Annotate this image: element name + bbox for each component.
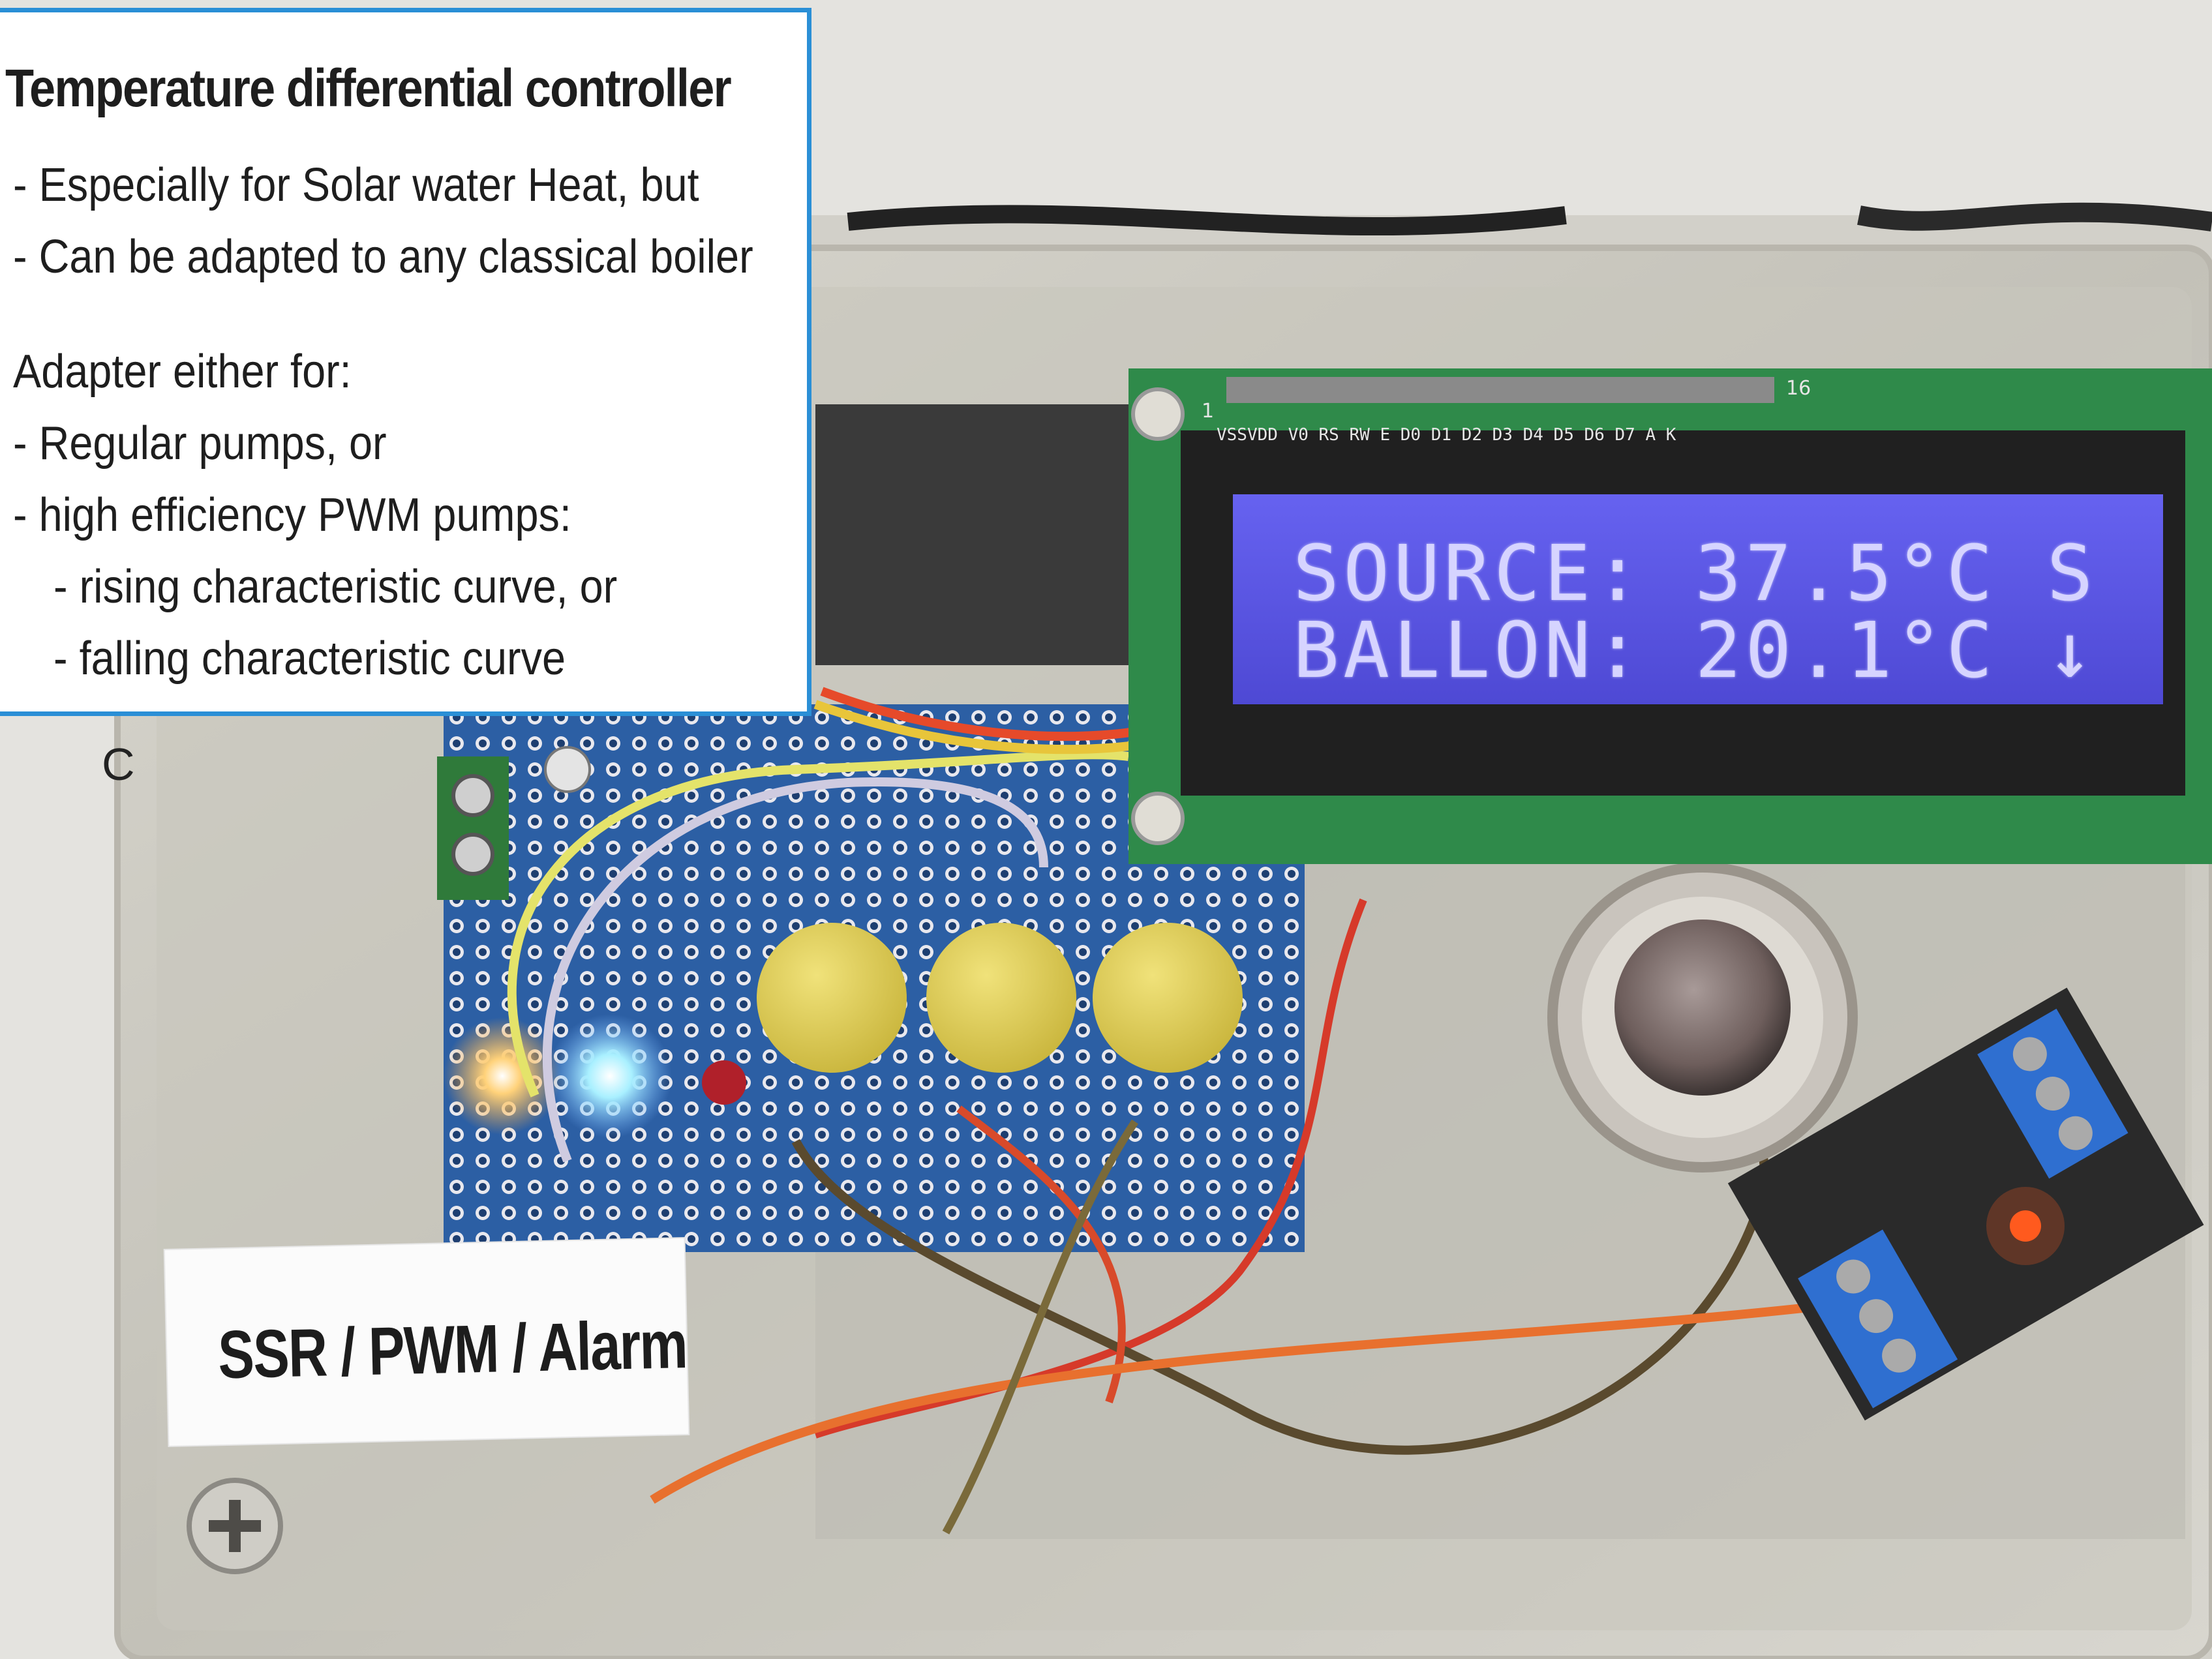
- case-label-text: SSR / PWM / Alarm: [217, 1306, 688, 1394]
- info-line: Adapter either for:: [13, 346, 352, 398]
- lcd-display: SOURCE: 37.5°C S BALLON: 20.1°C ↓: [1233, 494, 2163, 704]
- lcd-pin-labels: VSSVDD V0 RS RW E D0 D1 D2 D3 D4 D5 D6 D…: [1217, 425, 1676, 445]
- info-line: - Regular pumps, or: [13, 417, 387, 470]
- lcd-row-ballon: BALLON: 20.1°C ↓: [1293, 605, 2097, 695]
- lcd-row-source: SOURCE: 37.5°C S: [1293, 528, 2097, 618]
- lcd-pin-last: 16: [1786, 377, 1811, 400]
- info-line: - Especially for Solar water Heat, but: [13, 159, 699, 211]
- info-line: - high efficiency PWM pumps:: [13, 489, 571, 541]
- side-label: C: [102, 739, 135, 790]
- info-box: Temperature differential controller - Es…: [0, 8, 811, 716]
- info-line: - rising characteristic curve, or: [53, 561, 618, 613]
- case-label: SSR / PWM / Alarm: [164, 1238, 689, 1446]
- lcd-pin-first: 1: [1202, 400, 1214, 423]
- info-title: Temperature differential controller: [5, 59, 732, 118]
- info-line: - falling characteristic curve: [53, 633, 566, 685]
- info-line: - Can be adapted to any classical boiler: [13, 231, 753, 283]
